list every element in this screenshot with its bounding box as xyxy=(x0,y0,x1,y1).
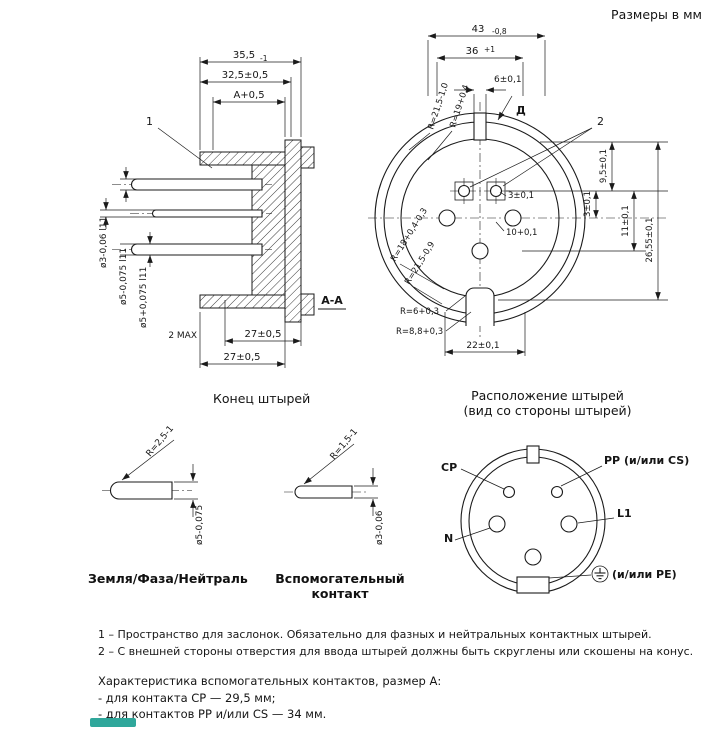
dim-main-pin-radius: R=2,5-1 xyxy=(145,424,177,459)
section-view: 1 35,5 -1 32,5±0,5 А+0,5 ø3-0,06 l11 ø5-… xyxy=(99,50,346,368)
pin-aux xyxy=(151,209,263,218)
label-pp: PP (и/или CS) xyxy=(604,454,689,467)
dim-36-tolerance: +1 xyxy=(484,45,495,54)
layout-bottom-slot xyxy=(516,576,550,594)
pin-l1 xyxy=(504,209,522,227)
aux-spec-pp-cs: - для контактов PP и/или CS — 34 мм. xyxy=(98,707,327,721)
earth-ground-icon xyxy=(591,565,609,583)
section-label: А-А xyxy=(321,294,343,307)
layout-outer-circle xyxy=(460,448,606,594)
caption-pin-layout: Расположение штырей (вид со стороны штыр… xyxy=(460,388,635,418)
dim-r19: R=19+0,4 xyxy=(448,84,471,129)
mounting-plate xyxy=(284,139,302,323)
front-dimension-lines xyxy=(399,33,668,356)
dim-aux-pin-diameter: ø3-0,06 xyxy=(375,510,385,545)
dim-3-right: 3±0,1 xyxy=(583,191,593,217)
dim-pin-dia-5-minus: ø5-0,075 l11 xyxy=(119,248,129,305)
plate-tab-bottom xyxy=(300,293,315,316)
label-aux-pin-line1: Вспомогательный xyxy=(275,571,405,586)
dim-total-width: 35,5 xyxy=(233,50,255,61)
aux-pin-left xyxy=(457,184,471,198)
shell-top-wall xyxy=(199,151,286,166)
front-pins xyxy=(438,178,522,260)
dim-total-width-tolerance: -1 xyxy=(260,54,268,63)
layout-pin-cp xyxy=(502,485,516,499)
dim-pin-dia-3: ø3-0,06 l11 xyxy=(99,217,109,268)
shell-bottom-wall xyxy=(199,294,286,309)
dim-36: 36 xyxy=(466,46,479,57)
dim-r6: R=6+0,3 xyxy=(400,307,439,317)
dim-2-max: 2 MAX xyxy=(168,331,197,341)
pin-top xyxy=(131,178,263,191)
caption-pin-end: Конец штырей xyxy=(213,391,311,406)
label-main-pin: Земля/Фаза/Нейтраль xyxy=(88,571,248,586)
label-aux-pin: Вспомогательный контакт xyxy=(270,571,410,601)
section-body xyxy=(199,139,315,323)
layout-pin-n xyxy=(488,515,506,533)
aux-hole-square-left xyxy=(454,181,474,201)
dim-a: А+0,5 xyxy=(233,90,264,101)
dim-43: 43 xyxy=(472,24,485,35)
label-cp: CP xyxy=(441,461,457,474)
dim-pitch-3: 3±0,1 xyxy=(508,191,534,201)
view-letter: Д xyxy=(516,104,526,117)
top-key-tab xyxy=(473,112,487,141)
aux-spec-cp: - для контакта CP — 29,5 мм; xyxy=(98,691,276,705)
aux-pin-right xyxy=(489,184,503,198)
dim-pin-dia-5-plus: ø5+0,075 l11 xyxy=(139,267,149,328)
front-view: 43 -0,8 36 +1 6±0,1 Д 2 R=21,5-1,0 R=19+… xyxy=(368,24,668,356)
dim-26-55: 26,55±0,1 xyxy=(645,218,655,263)
callout-1: 1 xyxy=(146,115,153,128)
dim-6: 6±0,1 xyxy=(494,75,522,85)
layout-inner-circle xyxy=(468,456,598,586)
caption-pin-layout-line1: Расположение штырей xyxy=(471,388,624,403)
aux-spec-title: Характеристика вспомогательных контактов… xyxy=(98,674,442,688)
pin-layout-figure: CP PP (и/или CS) L1 N (и/или PE) xyxy=(441,445,689,594)
section-dimension-lines xyxy=(100,57,346,368)
dim-11: 11±0,1 xyxy=(621,205,631,236)
dim-aux-pin-radius: R=1,5-1 xyxy=(329,427,361,462)
dim-pitch-10: 10+0,1 xyxy=(506,228,537,238)
dim-r8-8: R=8,8+0,3 xyxy=(396,327,443,337)
pin-pe xyxy=(471,242,489,260)
dim-r21-5-top: R=21,5-1,0 xyxy=(426,82,451,131)
layout-top-key xyxy=(526,445,540,464)
pin-n xyxy=(438,209,456,227)
dim-r21-5-left: R=21,5-0,9 xyxy=(403,240,437,286)
units-label: Размеры в мм xyxy=(611,7,702,22)
callout-2: 2 xyxy=(597,115,604,128)
aux-pin-shape xyxy=(294,485,353,499)
pin-bottom xyxy=(131,243,263,256)
dim-9-5: 9,5±0,1 xyxy=(599,149,609,183)
pin-end-main-figure: R=2,5-1 ø5-0,075 xyxy=(102,424,205,545)
note-2: 2 – С внешней стороны отверстия для ввод… xyxy=(98,645,694,658)
layout-pin-pe xyxy=(524,548,542,566)
layout-pin-l1 xyxy=(560,515,578,533)
dim-27-lower: 27±0,5 xyxy=(223,352,260,363)
bottom-keyway xyxy=(465,287,495,326)
scan-artifact xyxy=(90,718,136,727)
main-pin-shape xyxy=(110,481,173,500)
label-aux-pin-line2: контакт xyxy=(311,586,369,601)
caption-pin-layout-line2: (вид со стороны штырей) xyxy=(463,403,632,418)
label-pe: (и/или PE) xyxy=(612,568,677,581)
note-1: 1 – Пространство для заслонок. Обязатель… xyxy=(98,628,652,641)
dim-22: 22±0,1 xyxy=(466,341,499,351)
layout-pin-pp xyxy=(550,485,564,499)
dim-27-upper: 27±0,5 xyxy=(244,329,281,340)
label-l1: L1 xyxy=(617,507,632,520)
plate-tab-top xyxy=(300,146,315,169)
dim-43-tolerance: -0,8 xyxy=(492,27,507,36)
label-n: N xyxy=(444,532,453,545)
dim-main-pin-diameter: ø5-0,075 xyxy=(195,505,205,545)
aux-hole-square-right xyxy=(486,181,506,201)
pin-end-aux-figure: R=1,5-1 ø3-0,06 xyxy=(284,427,385,545)
dim-32-5: 32,5±0,5 xyxy=(222,70,269,81)
